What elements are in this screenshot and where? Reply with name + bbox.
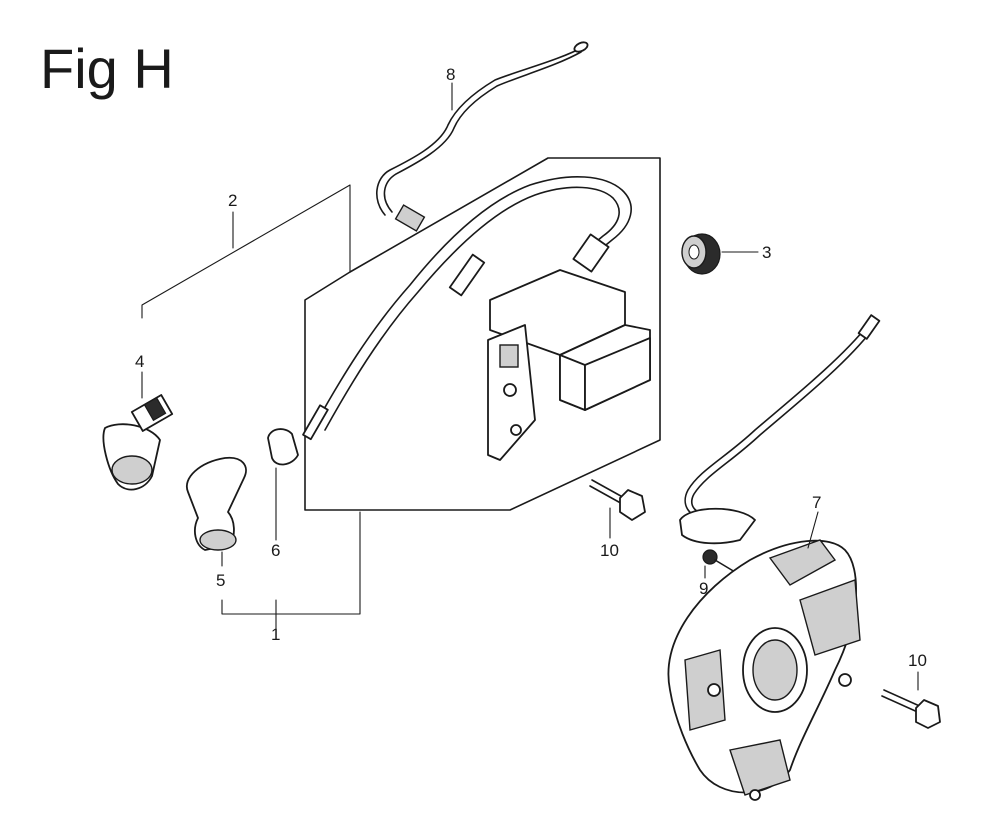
callout-6: 6: [271, 541, 280, 560]
callout-2: 2: [228, 191, 237, 210]
part-6-spring-contact: [267, 428, 299, 541]
callout-10-lower: 10: [908, 651, 927, 670]
part-8-ground-wire: [376, 41, 589, 232]
ignition-coil: [302, 176, 651, 461]
callout-7: 7: [812, 493, 821, 512]
callout-5: 5: [216, 571, 225, 590]
figure-title: Fig H: [40, 37, 174, 100]
callout-8: 8: [446, 65, 455, 84]
part-3-grommet: [681, 233, 759, 275]
callout-3: 3: [762, 243, 771, 262]
part-5-plug-boot: [185, 456, 247, 567]
coil-assembly-frame: [304, 157, 661, 511]
bracket-2: [141, 184, 351, 319]
callout-1: 1: [271, 625, 280, 644]
part-4-plug-cap: [102, 371, 174, 491]
part-10-bolt-lower: [881, 671, 941, 729]
bracket-1: [221, 511, 361, 629]
callout-4: 4: [135, 352, 144, 371]
callout-9: 9: [699, 579, 708, 598]
part-7-stator-plate: [667, 314, 881, 801]
part-9-screw: [702, 549, 736, 579]
callout-10-upper: 10: [600, 541, 619, 560]
part-10-bolt-upper: [589, 479, 646, 539]
